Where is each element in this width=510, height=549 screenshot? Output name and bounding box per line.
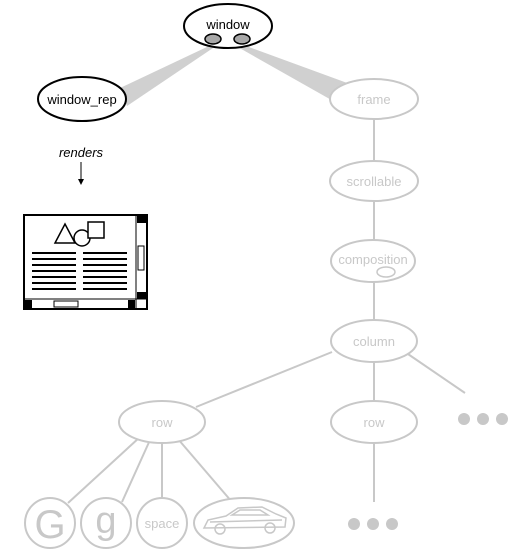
node-space-label: space: [145, 516, 180, 531]
node-row-right-label: row: [364, 415, 386, 430]
tree-edges: [67, 118, 466, 504]
node-row-left: [118, 400, 206, 444]
window-socket-left: [204, 33, 222, 45]
node-frame: [329, 78, 419, 120]
node-glyph-big-g: [24, 497, 76, 549]
node-frame-label: frame: [357, 92, 390, 107]
wedge-window-to-window-rep: [120, 46, 216, 106]
node-window-rep: [37, 76, 127, 122]
node-composition-label: composition: [338, 252, 407, 267]
renders-edge-label: renders: [59, 145, 104, 160]
car-icon: [202, 506, 287, 535]
node-scrollable: [329, 160, 419, 202]
node-row-left-label: row: [152, 415, 174, 430]
window-socket-right: [233, 33, 251, 45]
node-space: [136, 497, 188, 549]
renders-arrow-head: [78, 179, 84, 185]
node-glyph-big-g-label: G: [34, 503, 65, 547]
wedge-window-to-frame: [236, 46, 350, 106]
node-window-rep-label: window_rep: [46, 92, 116, 107]
node-window-label: window: [205, 17, 250, 32]
node-column-label: column: [353, 334, 395, 349]
node-glyph-small-g-label: g: [95, 500, 116, 542]
node-row-right: [330, 400, 418, 444]
node-scrollable-label: scrollable: [347, 174, 402, 189]
document-window-icon: [23, 214, 148, 310]
ellipsis-icon: [348, 518, 398, 530]
ellipsis-icon: [458, 413, 508, 425]
node-car: [193, 497, 295, 549]
composition-socket: [376, 266, 396, 278]
node-glyph-small-g: [80, 497, 132, 549]
node-column: [330, 319, 418, 363]
